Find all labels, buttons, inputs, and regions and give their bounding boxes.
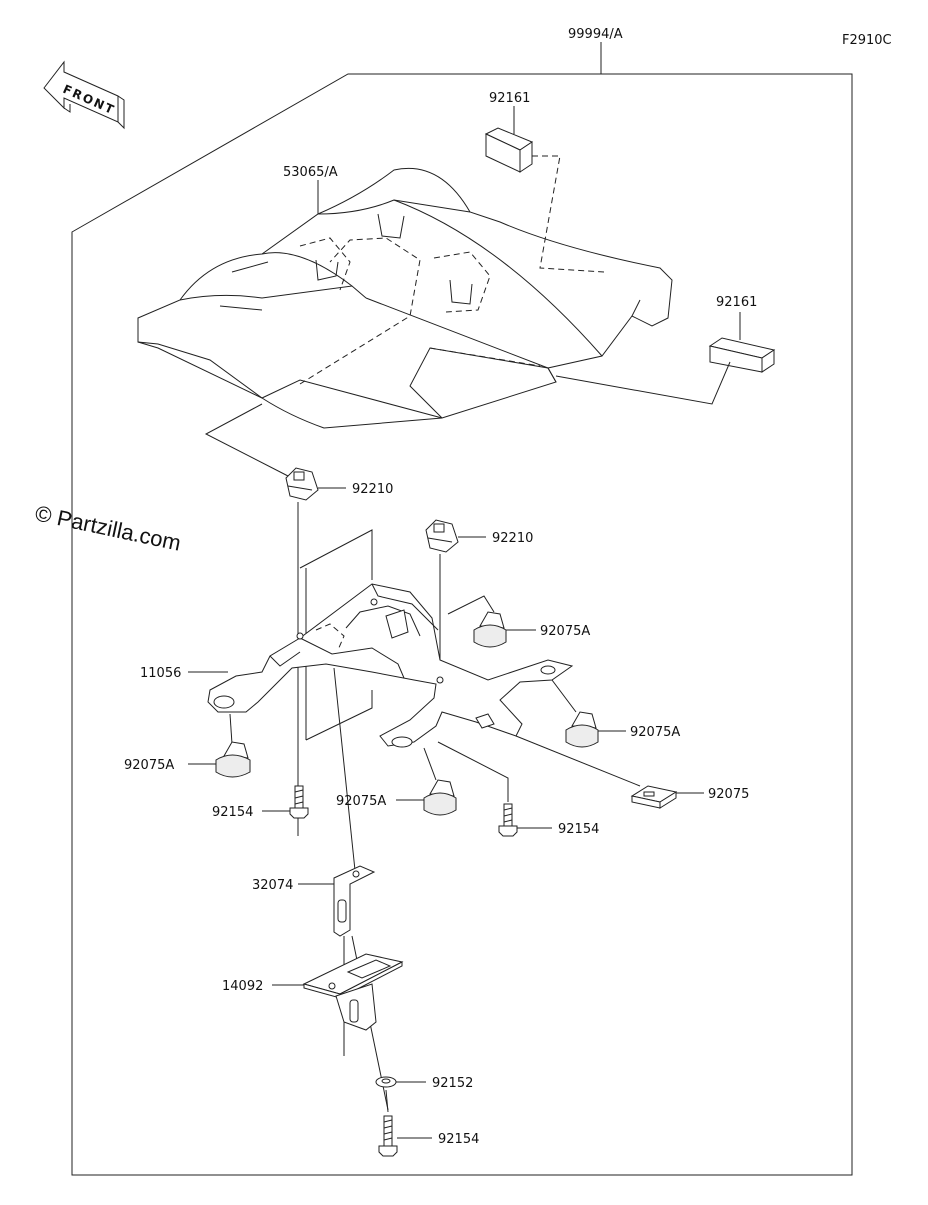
- bolt-bottom: [378, 1115, 398, 1157]
- seat-pad-top: [484, 127, 534, 173]
- callout-92154-left: 92154: [212, 805, 253, 820]
- callout-11056: 11056: [140, 666, 181, 681]
- callout-92075a-right: 92075A: [630, 725, 680, 740]
- callout-92152: 92152: [432, 1076, 473, 1091]
- damper-left: [215, 741, 251, 778]
- callout-92210-left: 92210: [352, 482, 393, 497]
- damper-right: [565, 711, 599, 748]
- washer: [375, 1076, 397, 1088]
- front-arrow-icon: FRONT: [43, 60, 125, 130]
- callout-92075a-center: 92075A: [336, 794, 386, 809]
- bolt-center: [498, 803, 518, 837]
- callout-92075a-left: 92075A: [124, 758, 174, 773]
- seat-pad-right: [708, 337, 776, 373]
- callout-92075a-upper-right: 92075A: [540, 624, 590, 639]
- watermark: © Partzilla.com: [33, 500, 183, 555]
- callout-99994a: 99994/A: [568, 27, 623, 42]
- callout-92210-right: 92210: [492, 531, 533, 546]
- callout-92161-top: 92161: [489, 91, 530, 106]
- rubber-pad: [630, 785, 678, 809]
- damper-center: [423, 779, 457, 816]
- stay: [333, 865, 376, 937]
- callout-92154-center: 92154: [558, 822, 599, 837]
- callout-14092: 14092: [222, 979, 263, 994]
- seat-cover: [137, 167, 673, 429]
- callout-92154-bottom: 92154: [438, 1132, 479, 1147]
- callout-53065a: 53065/A: [283, 165, 338, 180]
- bolt-left: [289, 785, 309, 819]
- diagram-code: F2910C: [842, 33, 892, 48]
- callout-92075: 92075: [708, 787, 749, 802]
- clip-nut-left: [285, 467, 319, 501]
- assembly-boundary: [71, 73, 853, 1176]
- callout-32074: 32074: [252, 878, 293, 893]
- callout-92161-right: 92161: [716, 295, 757, 310]
- catch: [302, 953, 404, 1031]
- clip-nut-right: [425, 519, 459, 553]
- seat-bracket: [207, 583, 574, 748]
- damper-upper-right: [473, 611, 507, 648]
